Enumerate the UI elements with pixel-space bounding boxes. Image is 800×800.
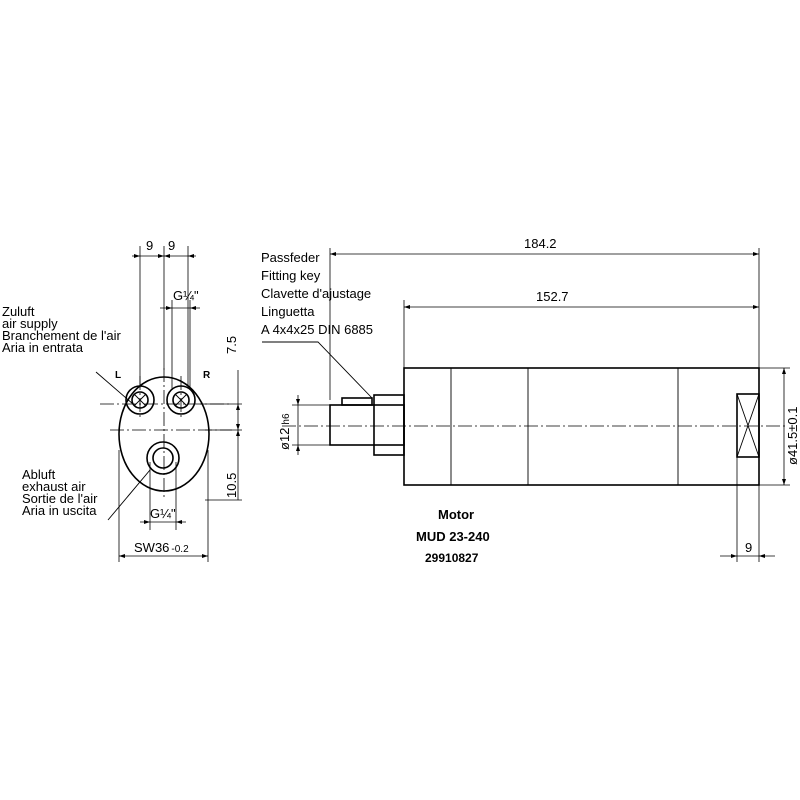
port-l-label: L: [115, 370, 121, 381]
body-length: 152.7: [536, 289, 569, 304]
overall-length: 184.2: [524, 236, 557, 251]
body-diameter: ø41.5±0.1: [785, 407, 800, 465]
supply-label: Zuluft air supply Branchement de l'air A…: [2, 304, 124, 355]
end-view: 9 9 G¼" L R 7.5 10.5 G¼" SW36-0.2 Zuluft…: [2, 238, 242, 562]
exhaust-port: [146, 441, 180, 475]
exhaust-label: Abluft exhaust air Sortie de l'air Aria …: [22, 467, 101, 518]
thread-top-label: G¼": [173, 288, 199, 303]
dim-9-right: 9: [168, 238, 175, 253]
shaft-diameter: ø12h6: [277, 413, 292, 450]
thread-bottom-label: G¼": [150, 506, 176, 521]
motor-body: [403, 367, 760, 486]
title-line-2: MUD 23-240: [416, 529, 490, 544]
dim-9-left: 9: [146, 238, 153, 253]
dim-10-5: 10.5: [224, 473, 239, 498]
shaft: [329, 404, 405, 446]
title-block: Motor MUD 23-240 29910827: [416, 507, 490, 565]
title-line-3: 29910827: [425, 551, 479, 565]
dim-7-5: 7.5: [224, 336, 239, 354]
wrench-size: SW36-0.2: [134, 540, 189, 555]
side-view: 184.2 152.7 Passfeder Fitting key Clavet…: [261, 236, 800, 562]
end-dim-9: 9: [745, 540, 752, 555]
port-r: [166, 385, 196, 415]
title-line-1: Motor: [438, 507, 474, 522]
fitting-key: [341, 397, 373, 406]
fitting-key-label: Passfeder Fitting key Clavette d'ajustag…: [261, 250, 375, 337]
port-r-label: R: [203, 370, 211, 381]
